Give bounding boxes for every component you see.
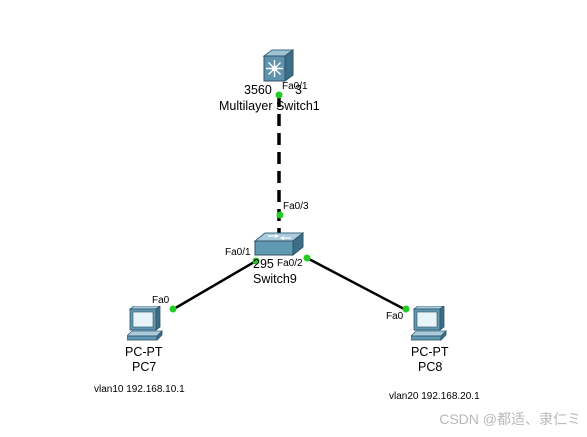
switch-port-right-label: Fa0/2 — [277, 258, 303, 269]
link-status-pc8-fa0 — [402, 305, 410, 313]
pc7-type: PC-PT — [125, 345, 163, 359]
pc7-icon[interactable] — [126, 305, 165, 342]
pc8-note: vlan20 192.168.20.1 — [389, 391, 480, 402]
pc7-port-label: Fa0 — [152, 295, 170, 306]
switch-port-up-label: Fa0/3 — [283, 201, 309, 212]
link-switch-pc8[interactable] — [306, 256, 407, 312]
pc7-name: PC7 — [132, 360, 157, 374]
link-switch-pc7[interactable] — [171, 259, 257, 312]
link-status-switch-fa01 — [252, 257, 260, 265]
link-status-mls-fa01 — [275, 91, 283, 99]
switch-name: Switch9 — [253, 272, 297, 286]
link-status-switch-fa03 — [276, 211, 284, 219]
multilayer-switch-name: Multilayer Switch1 — [219, 99, 320, 113]
multilayer-switch-model-suffix: 3 — [295, 83, 302, 97]
link-status-pc7-fa0 — [169, 305, 177, 313]
switch-icon[interactable] — [251, 231, 305, 257]
switch-port-left-label: Fa0/1 — [225, 247, 251, 258]
watermark: CSDN @都适、隶仁ミ — [439, 411, 581, 427]
multilayer-switch-model: 3560 — [244, 83, 272, 97]
pc8-icon[interactable] — [410, 305, 449, 342]
link-status-switch-fa02 — [303, 254, 311, 262]
switch-model: 295 — [253, 257, 274, 271]
pc8-port-label: Fa0 — [386, 311, 404, 322]
multilayer-switch-icon[interactable] — [262, 48, 295, 82]
multilayer-switch-port-label: Fa0/1 — [282, 81, 308, 92]
pc7-note: vlan10 192.168.10.1 — [94, 384, 185, 395]
pc8-type: PC-PT — [411, 345, 449, 359]
pc8-name: PC8 — [418, 360, 443, 374]
